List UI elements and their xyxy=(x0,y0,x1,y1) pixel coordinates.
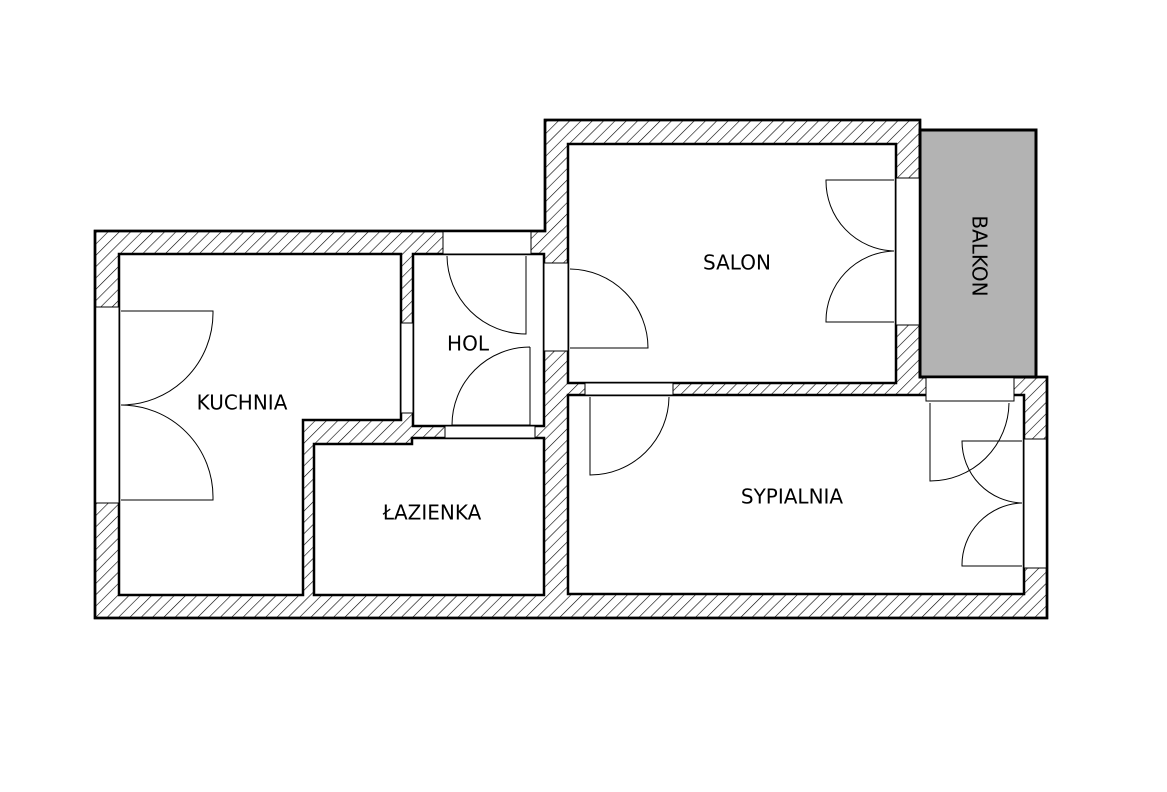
window-sypialnia-east xyxy=(1023,438,1048,569)
opening-sypialnia-balcony xyxy=(925,376,1015,402)
room-salon xyxy=(566,142,898,385)
opening-hol-lazienka xyxy=(444,425,536,439)
window-kuchnia-west xyxy=(94,306,120,504)
room-lazienka xyxy=(312,436,546,597)
opening-kuchnia-hol xyxy=(400,322,414,414)
label-balkon: BALKON xyxy=(968,215,992,296)
label-lazienka: ŁAZIENKA xyxy=(382,501,482,525)
opening-salon-balcony xyxy=(895,177,921,326)
door-swings xyxy=(120,179,1023,567)
label-salon: SALON xyxy=(703,251,771,275)
outer-outline xyxy=(93,118,1049,620)
opening-hol-salon xyxy=(543,262,569,352)
room-kuchnia xyxy=(117,252,403,597)
balcony xyxy=(918,128,1038,379)
label-sypialnia: SYPIALNIA xyxy=(741,485,844,509)
entrance-opening xyxy=(442,230,532,255)
room-sypialnia xyxy=(566,393,1026,596)
opening-salon-sypialnia xyxy=(584,382,674,396)
label-hol: HOL xyxy=(447,332,490,356)
label-kuchnia: KUCHNIA xyxy=(197,391,288,415)
